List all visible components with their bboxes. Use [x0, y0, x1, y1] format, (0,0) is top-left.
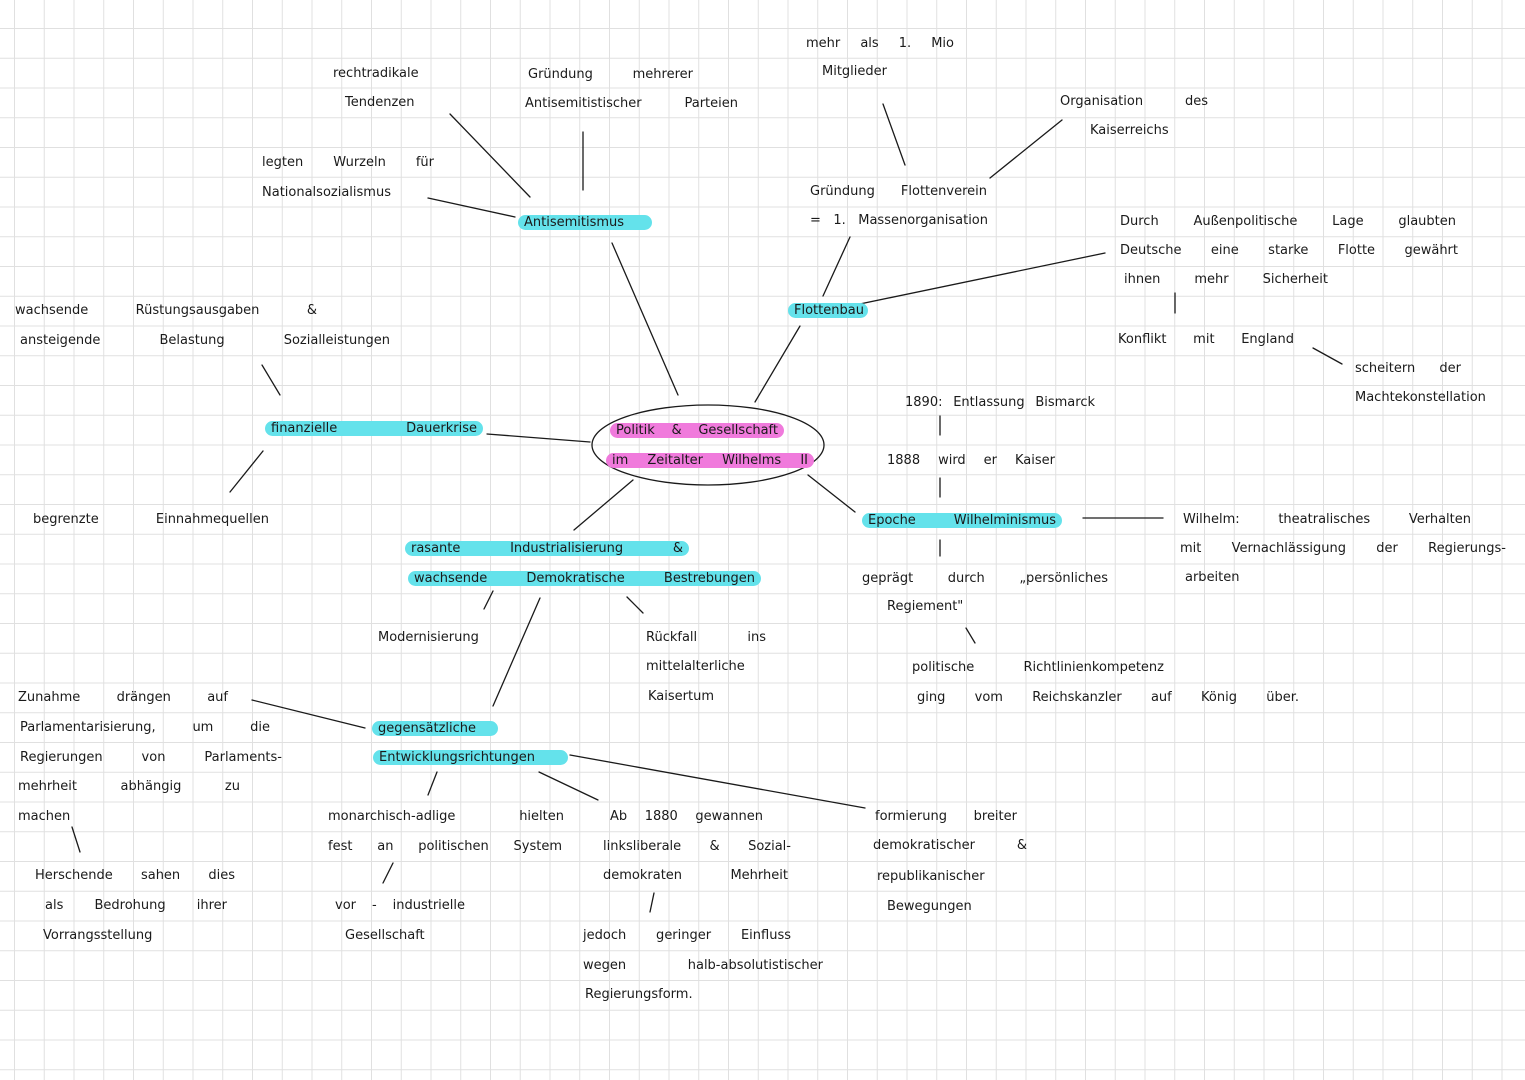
center-topic-line: im Zeitalter Wilhelms II [606, 453, 814, 468]
connector-line [251, 699, 366, 729]
connector-line [1312, 347, 1343, 365]
connector-line [882, 103, 906, 166]
finanzkrise-label: finanzielle Dauerkrise [265, 421, 483, 436]
kaiser-note: 1888 wird er Kaiser [887, 453, 1055, 468]
connector-line [71, 826, 81, 853]
monarchisch-note-line: fest an politischen System [328, 839, 562, 854]
industrialisierung-label: rasante Industrialisierung & [405, 541, 689, 556]
modernisierung-note: Modernisierung [378, 630, 479, 645]
mehrheit-note-line: linksliberale & Sozial- [603, 839, 791, 854]
sicherheit-note-line: Deutsche eine starke Flotte gewährt [1120, 243, 1458, 258]
bewegungen-note-line: demokratischer & [873, 838, 1027, 853]
parlament-note-line: machen [18, 809, 71, 824]
antisemitismus-label: Antisemitismus [518, 215, 652, 230]
mehrheit-note-line: Ab 1880 gewannen [610, 809, 763, 824]
organisation-note-line: Kaiserreichs [1090, 123, 1169, 138]
bedrohung-note-line: Herschende sahen dies [35, 868, 235, 883]
connector-line [427, 771, 438, 796]
tendenzen-note-line: Tendenzen [345, 95, 415, 110]
flottenverein-note-line: = 1. Massenorganisation [810, 213, 988, 228]
mehrheit-note-line: demokraten Mehrheit [603, 868, 788, 883]
connector-line [261, 364, 281, 396]
kompetenz-note-line: politische Richtlinienkompetenz [912, 660, 1164, 675]
kompetenz-note-line: ging vom Reichskanzler auf König über. [917, 690, 1299, 705]
flottenbau-label: Flottenbau [788, 303, 868, 318]
connector-line [229, 450, 264, 493]
entlassung-note: 1890: Entlassung Bismarck [905, 395, 1095, 410]
organisation-note-line: Organisation des [1060, 94, 1208, 109]
verhalten-note-line: arbeiten [1185, 570, 1240, 585]
tendenzen-note-line: rechtradikale [333, 66, 419, 81]
center-ellipse [591, 404, 825, 486]
connector-line [573, 479, 634, 531]
connector-line [807, 474, 856, 513]
bewegungen-note-line: formierung breiter [875, 809, 1017, 824]
connector-line [382, 862, 394, 884]
verhalten-note-line: mit Vernachlässigung der Regierungs- [1180, 541, 1506, 556]
parteien-note-line: Antisemitistischer Parteien [525, 96, 738, 111]
einfluss-note-line: Regierungsform. [585, 987, 693, 1002]
connector-line [492, 597, 541, 707]
connector-line [427, 197, 516, 218]
wurzeln-note-line: Nationalsozialismus [262, 185, 391, 200]
mitglieder-note-line: mehr als 1. Mio [806, 36, 954, 51]
ausgaben-note-line: wachsende Rüstungsausgaben & [15, 303, 317, 318]
connector-line [754, 325, 801, 403]
bewegungen-note-line: Bewegungen [887, 899, 972, 914]
einfluss-note-line: wegen halb-absolutistischer [583, 958, 823, 973]
rueckfall-note-line: mittelalterliche [646, 659, 745, 674]
connector-line [486, 433, 591, 443]
connector-line [626, 596, 644, 614]
vorindustriell-note-line: vor - industrielle [335, 898, 465, 913]
connector-line [569, 754, 866, 809]
parlament-note-line: Regierungen von Parlaments- [20, 750, 282, 765]
ausgaben-note-line: ansteigende Belastung Sozialleistungen [20, 333, 390, 348]
flottenverein-note-line: Gründung Flottenverein [810, 184, 987, 199]
connector-line [854, 252, 1106, 306]
verhalten-note-line: Wilhelm: theatralisches Verhalten [1183, 512, 1471, 527]
bedrohung-note-line: als Bedrohung ihrer [45, 898, 227, 913]
connector-line [449, 113, 531, 198]
monarchisch-note-line: monarchisch-adlige hielten [328, 809, 564, 824]
center-topic-line: Politik & Gesellschaft [610, 423, 784, 438]
connector-line [965, 627, 976, 644]
connector-line [611, 242, 679, 396]
parteien-note-line: Gründung mehrerer [528, 67, 693, 82]
wilhelminismus-label: Epoche Wilhelminismus [862, 513, 1062, 528]
regiment-note-line: geprägt durch „persönliches [862, 571, 1108, 586]
mitglieder-note-line: Mitglieder [822, 64, 887, 79]
scheitern-note-line: scheitern der [1355, 361, 1461, 376]
parlament-note-line: mehrheit abhängig zu [18, 779, 240, 794]
parlament-note-line: Parlamentarisierung, um die [20, 720, 270, 735]
rueckfall-note-line: Rückfall ins [646, 630, 766, 645]
gegensaetze-label: Entwicklungsrichtungen [373, 750, 568, 765]
connector-line [649, 892, 655, 913]
scheitern-note-line: Machtekonstellation [1355, 390, 1486, 405]
sicherheit-note-line: ihnen mehr Sicherheit [1124, 272, 1328, 287]
vorindustriell-note-line: Gesellschaft [345, 928, 425, 943]
gegensaetze-label: gegensätzliche [372, 721, 498, 736]
parlament-note-line: Zunahme drängen auf [18, 690, 228, 705]
connector-line [822, 236, 851, 297]
sicherheit-note-line: Durch Außenpolitische Lage glaubten [1120, 214, 1456, 229]
bedrohung-note-line: Vorrangsstellung [43, 928, 153, 943]
connector-line [483, 590, 494, 610]
einnahmen-note: begrenzte Einnahmequellen [33, 512, 269, 527]
regiment-note-line: Regiement" [887, 599, 964, 614]
connector-line [989, 119, 1063, 179]
industrialisierung-label: wachsende Demokratische Bestrebungen [408, 571, 761, 586]
bewegungen-note-line: republikanischer [877, 869, 985, 884]
konflikt-note: Konflikt mit England [1118, 332, 1294, 347]
rueckfall-note-line: Kaisertum [648, 689, 714, 704]
einfluss-note-line: jedoch geringer Einfluss [583, 928, 791, 943]
connector-line [538, 771, 599, 801]
wurzeln-note-line: legten Wurzeln für [262, 155, 434, 170]
